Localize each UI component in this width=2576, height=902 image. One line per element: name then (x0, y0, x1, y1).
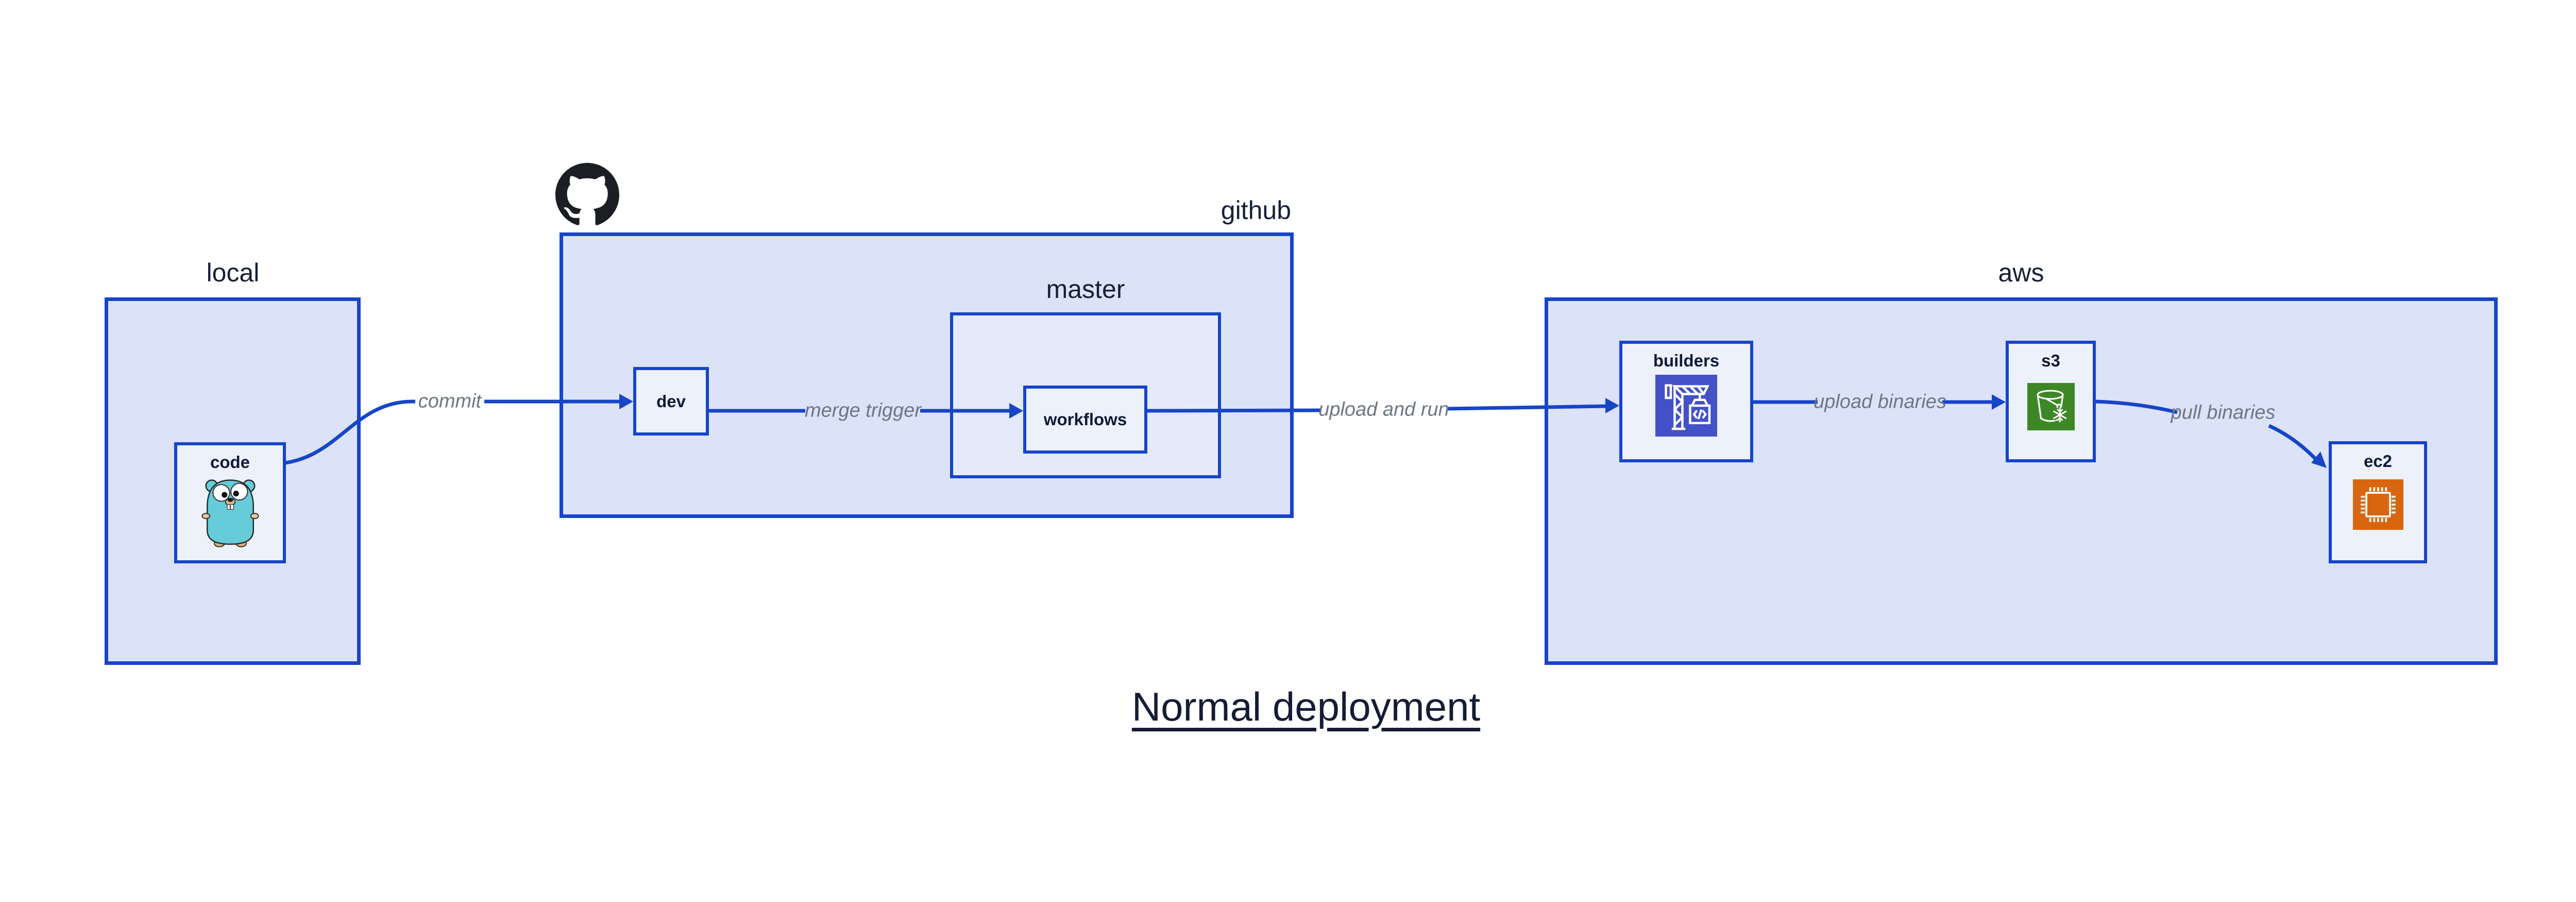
builders-node-label: builders (1653, 351, 1720, 370)
edge-upload-and-run-line (1446, 404, 1608, 411)
builders-node: builders (1619, 341, 1753, 462)
codebuild-crane-icon (1655, 375, 1717, 439)
master-group-label: master (1046, 275, 1125, 304)
edge-pull-binaries-line (2268, 424, 2318, 462)
edge-label-merge-trigger: merge trigger (805, 399, 921, 422)
github-octocat-icon (555, 163, 619, 229)
s3-node: s3 (2006, 341, 2096, 462)
edge-label-commit: commit (418, 390, 482, 412)
arrowhead-into-s3 (1992, 394, 2006, 410)
s3-node-label: s3 (2041, 351, 2060, 370)
code-node: code (174, 442, 286, 563)
github-group-label: github (1221, 196, 1291, 225)
ec2-chip-icon (2352, 479, 2403, 532)
arrowhead-into-builders (1605, 398, 1619, 413)
dev-node-label: dev (656, 391, 686, 411)
edge-label-pull-binaries: pull binaries (2171, 402, 2276, 424)
edge-pull-binaries-line (2095, 399, 2178, 414)
edge-label-upload-and-run: upload and run (1318, 398, 1449, 421)
arrowhead-into-dev (619, 394, 633, 409)
diagram-title: Normal deployment (1131, 684, 1481, 729)
ec2-node-label: ec2 (2363, 452, 2393, 471)
ec2-node: ec2 (2329, 441, 2427, 563)
edge-upload-and-run-line (1147, 408, 1321, 413)
workflows-node-label: workflows (1043, 410, 1127, 429)
go-gopher-icon (201, 476, 259, 550)
aws-group-label: aws (1998, 258, 2044, 287)
workflows-node: workflows (1023, 386, 1147, 454)
dev-node: dev (633, 367, 709, 436)
edge-label-upload-binaries: upload binaries (1814, 391, 1946, 413)
arrowhead-into-workflows (1009, 403, 1023, 419)
edge-commit-line (285, 399, 415, 465)
local-group-label: local (206, 258, 260, 287)
arrowhead-into-ec2 (2311, 452, 2327, 468)
code-node-label: code (210, 453, 250, 472)
s3-glacier-bucket-icon (2027, 383, 2075, 433)
